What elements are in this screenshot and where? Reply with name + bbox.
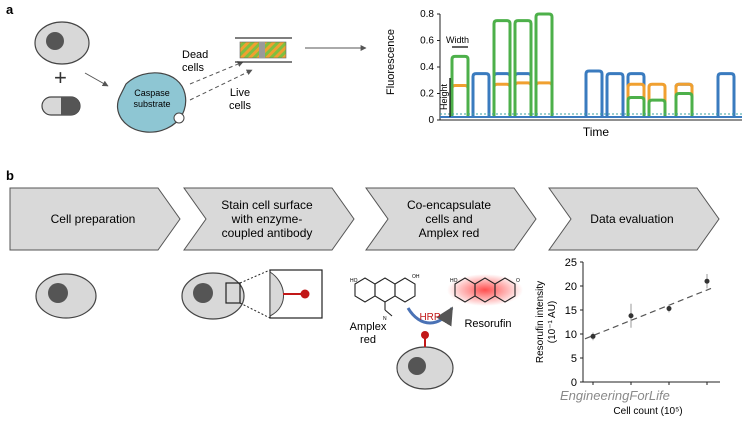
fluorescence-peak	[674, 92, 694, 117]
capsule-icon	[41, 96, 81, 116]
hrp-label: HRP	[419, 312, 440, 323]
fl-ytick-label: 0.4	[420, 62, 434, 73]
fluorescence-peak	[647, 82, 667, 117]
fluorescence-peak	[513, 72, 533, 117]
fluorescence-chart: 0 0.2 0.4 0.6 0.8 Fluorescence Time Width He…	[385, 9, 742, 139]
fluorescence-peak	[716, 72, 736, 117]
caspase-substrate-blob	[116, 72, 187, 133]
panel-a-label: a	[6, 2, 14, 17]
resorufin-molecule-icon: HO O	[447, 274, 523, 306]
resorufin-label: Resorufin	[464, 318, 511, 330]
fluorescence-peak	[492, 19, 512, 117]
svg-text:HO: HO	[350, 278, 358, 284]
fluorescence-peak	[626, 72, 646, 117]
fl-ytick-label: 0	[428, 115, 434, 126]
fluorescence-peak	[674, 82, 694, 117]
scatter-ytick-label: 20	[565, 281, 577, 293]
plus-sign: +	[54, 65, 67, 90]
dashed-arrow-dead	[189, 61, 244, 85]
fl-ytick-label: 0.2	[420, 89, 434, 100]
fluorescence-peak	[647, 98, 667, 117]
microfluidic-channel	[235, 37, 292, 63]
amplex-red-molecule-icon: HO OH N	[350, 274, 420, 322]
fluorescence-peak	[471, 72, 491, 117]
step-chevron	[365, 187, 537, 251]
time-x-label: Time	[583, 125, 610, 139]
scatter-ytick-label: 25	[565, 257, 577, 269]
fluorescence-peak	[492, 82, 512, 117]
scatter-point	[704, 278, 710, 284]
step-chevron	[9, 187, 181, 251]
cell-icon-top	[34, 21, 90, 65]
scatter-trendline	[584, 287, 712, 340]
cell-icon-step3	[396, 331, 454, 390]
scatter-y-label: Resorufin intensity(10⁻¹ AU)	[535, 281, 558, 363]
hrp-reaction-arrow	[406, 306, 454, 327]
step-label: Cell preparation	[51, 212, 136, 226]
svg-text:N: N	[383, 316, 387, 322]
watermark-text: EngineeringForLife	[560, 388, 670, 403]
enzyme-icon-small	[421, 331, 429, 339]
arrow-to-substrate	[84, 72, 109, 87]
fl-ytick-label: 0.6	[420, 36, 434, 47]
fluorescence-peak	[534, 12, 554, 117]
fluorescence-peak	[450, 84, 470, 117]
width-label: Width	[446, 35, 469, 45]
enzyme-icon	[300, 289, 310, 299]
step-chevron	[183, 187, 355, 251]
scatter-point	[628, 313, 634, 319]
scatter-ytick-label: 10	[565, 329, 577, 341]
stained-cell-zoom	[181, 269, 323, 320]
fluorescence-peak	[626, 82, 646, 117]
fluorescence-peak	[513, 19, 533, 117]
step-chevron	[548, 187, 720, 251]
fluorescence-peak	[492, 72, 512, 117]
svg-text:OH: OH	[412, 274, 420, 280]
fluorescence-peak	[584, 69, 604, 117]
fluorescence-peak	[626, 95, 646, 117]
fluorescence-peak	[450, 54, 470, 117]
scatter-ytick-label: 5	[571, 353, 577, 365]
fluorescence-y-label: Fluorescence	[385, 29, 397, 95]
fluorescence-peak	[605, 72, 625, 117]
fluorescence-peak	[513, 81, 533, 117]
fl-ytick-label: 0.8	[420, 9, 434, 20]
scatter-x-label: Cell count (10⁵)	[613, 406, 682, 417]
dashed-arrow-live	[189, 69, 253, 101]
svg-text:O: O	[516, 278, 520, 284]
cell-icon-step1	[35, 273, 97, 319]
scatter-ytick-label: 15	[565, 305, 577, 317]
scatter-ytick-label: 0	[571, 377, 577, 389]
fluorescence-peak	[674, 82, 694, 117]
fluorescence-peak	[534, 81, 554, 117]
height-label: Height	[439, 83, 449, 110]
panel-b-label: b	[6, 168, 14, 183]
svg-text:HO: HO	[450, 278, 458, 284]
scatter-point	[666, 306, 672, 312]
scatter-point	[590, 333, 596, 339]
step-label: Data evaluation	[590, 212, 673, 226]
